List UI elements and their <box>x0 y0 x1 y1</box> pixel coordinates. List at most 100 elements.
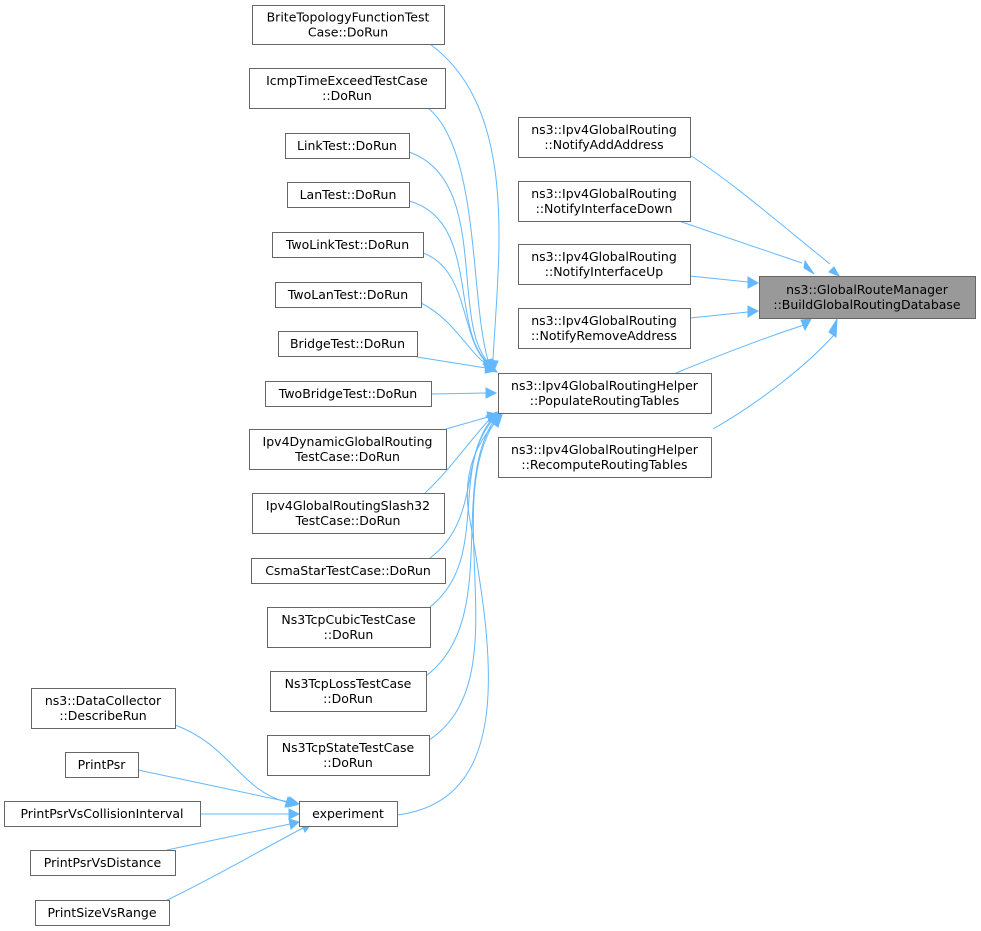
node-cubic[interactable]: Ns3TcpCubicTestCase::DoRun <box>267 607 431 648</box>
edge-line <box>164 827 304 902</box>
node-label: ::DoRun <box>323 755 373 770</box>
node-ndown[interactable]: ns3::Ipv4GlobalRouting::NotifyInterfaceD… <box>518 181 691 222</box>
node-label: Case::DoRun <box>308 25 388 40</box>
edge-line <box>174 724 287 803</box>
node-box <box>287 182 410 208</box>
node-label: TwoLanTest::DoRun <box>287 287 408 302</box>
node-label: LinkTest::DoRun <box>297 138 397 153</box>
node-nadd[interactable]: ns3::Ipv4GlobalRouting::NotifyAddAddress <box>518 117 691 158</box>
arrowhead <box>828 318 838 338</box>
edge-line <box>416 356 487 369</box>
node-label: TwoBridgeTest::DoRun <box>278 386 417 401</box>
edge-psrd-to-exp <box>166 818 301 851</box>
node-box <box>299 801 398 827</box>
arrowhead <box>485 387 498 399</box>
node-nup[interactable]: ns3::Ipv4GlobalRouting::NotifyInterfaceU… <box>518 244 691 285</box>
node-box <box>65 752 139 778</box>
node-box <box>267 735 430 776</box>
node-box <box>265 381 432 407</box>
arrowhead <box>489 414 503 428</box>
edge-line <box>689 275 749 283</box>
arrowhead <box>484 362 498 374</box>
node-twolan[interactable]: TwoLanTest::DoRun <box>275 282 422 308</box>
arrowhead <box>747 276 760 289</box>
edge-line <box>429 420 493 608</box>
node-link[interactable]: LinkTest::DoRun <box>285 133 410 159</box>
node-label: Ipv4DynamicGlobalRouting <box>263 434 433 449</box>
node-bridge[interactable]: BridgeTest::DoRun <box>278 331 418 357</box>
node-label: ::DoRun <box>322 88 372 103</box>
node-loss[interactable]: Ns3TcpLossTestCase::DoRun <box>270 671 427 712</box>
node-label: Ns3TcpStateTestCase <box>282 740 415 755</box>
node-box <box>518 117 691 158</box>
node-label: TestCase::DoRun <box>294 449 400 464</box>
edges-layer <box>137 43 841 902</box>
edge-line <box>396 423 495 816</box>
arrowhead <box>803 259 815 275</box>
node-box <box>278 331 418 357</box>
node-label: ::PopulateRoutingTables <box>530 393 680 408</box>
node-box <box>4 801 201 827</box>
node-label: IcmpTimeExceedTestCase <box>266 73 428 88</box>
node-box <box>275 282 422 308</box>
node-psrci[interactable]: PrintPsrVsCollisionInterval <box>4 801 201 827</box>
node-box <box>251 558 446 584</box>
node-label: ns3::Ipv4GlobalRoutingHelper <box>511 378 699 393</box>
node-box <box>249 68 446 109</box>
node-label: TwoLinkTest::DoRun <box>285 237 409 252</box>
node-label: PrintSizeVsRange <box>47 905 156 920</box>
node-box <box>272 232 424 258</box>
node-label: ::NotifyAddAddress <box>544 137 663 152</box>
node-box <box>270 671 427 712</box>
node-box <box>35 900 170 926</box>
node-label: ::DoRun <box>324 627 374 642</box>
node-size[interactable]: PrintSizeVsRange <box>35 900 170 926</box>
edge-line <box>420 302 489 366</box>
edge-ndown-to-gm <box>678 220 815 275</box>
node-box <box>498 437 712 478</box>
node-twobridge[interactable]: TwoBridgeTest::DoRun <box>265 381 432 407</box>
edge-line <box>137 769 290 803</box>
node-psrd[interactable]: PrintPsrVsDistance <box>30 850 176 876</box>
arrowhead <box>288 818 301 830</box>
node-box <box>518 181 691 222</box>
node-lan[interactable]: LanTest::DoRun <box>287 182 410 208</box>
edge-line <box>689 311 749 319</box>
node-label: ns3::Ipv4GlobalRouting <box>531 313 677 328</box>
node-label: ns3::Ipv4GlobalRouting <box>531 122 677 137</box>
node-dc[interactable]: ns3::DataCollector::DescribeRun <box>31 688 176 729</box>
node-nrem[interactable]: ns3::Ipv4GlobalRouting::NotifyRemoveAddr… <box>518 308 691 349</box>
edge-nrem-to-gm <box>689 305 760 319</box>
edge-line <box>430 392 487 395</box>
node-csma[interactable]: CsmaStarTestCase::DoRun <box>251 558 446 584</box>
edge-line <box>428 422 495 741</box>
edge-link-to-pop <box>408 151 495 370</box>
node-state[interactable]: Ns3TcpStateTestCase::DoRun <box>267 735 430 776</box>
edge-nadd-to-gm <box>687 153 841 277</box>
edge-rec-to-gm <box>712 318 838 430</box>
edge-line <box>429 43 500 361</box>
node-box <box>267 607 431 648</box>
node-label: ::NotifyInterfaceUp <box>545 264 663 279</box>
node-label: BriteTopologyFunctionTest <box>267 10 430 25</box>
node-label: ::NotifyRemoveAddress <box>531 328 677 343</box>
node-icmp[interactable]: IcmpTimeExceedTestCase::DoRun <box>249 68 446 109</box>
node-rec[interactable]: ns3::Ipv4GlobalRoutingHelper::RecomputeR… <box>498 437 712 478</box>
edge-line <box>408 151 489 363</box>
edge-exp-to-pop <box>396 414 503 816</box>
node-twolink[interactable]: TwoLinkTest::DoRun <box>272 232 424 258</box>
node-psr[interactable]: PrintPsr <box>65 752 139 778</box>
node-box <box>518 308 691 349</box>
node-pop[interactable]: ns3::Ipv4GlobalRoutingHelper::PopulateRo… <box>498 373 712 414</box>
node-exp[interactable]: experiment <box>299 801 398 827</box>
node-label: Ipv4GlobalRoutingSlash32 <box>266 498 430 513</box>
edge-line <box>445 416 489 430</box>
edge-nup-to-gm <box>689 275 760 289</box>
arrowhead <box>800 318 812 332</box>
node-gm[interactable]: ns3::GlobalRouteManager::BuildGlobalRout… <box>759 276 976 319</box>
edge-line <box>712 334 835 430</box>
